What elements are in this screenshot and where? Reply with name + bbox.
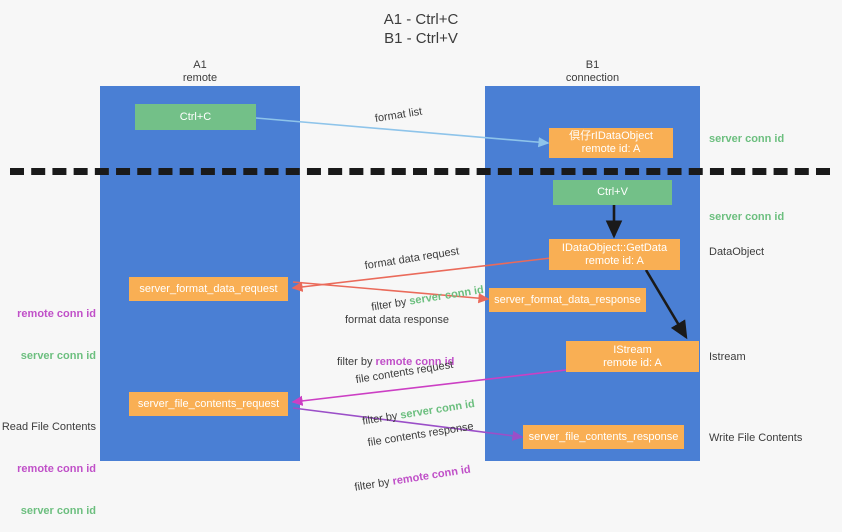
edge-label-file-contents-response-filter: filter by remote conn id: [354, 461, 482, 495]
node-ctrl-v-label: Ctrl+V: [597, 186, 628, 198]
annotation-left-file-conn-ids: Read File Contents remote conn id server…: [0, 392, 96, 532]
node-server-file-contents-response[interactable]: server_file_contents_response: [523, 425, 684, 449]
filter-prefix: filter by: [337, 356, 376, 368]
edge-label-format-data-response-filter: filter by remote conn id: [337, 355, 454, 369]
filter-key-remote-conn-id: remote conn id: [391, 463, 472, 488]
node-server-format-data-response-label: server_format_data_response: [494, 293, 641, 306]
edge-label-format-data-response: format data response filter by remote co…: [337, 285, 454, 383]
node-server-format-data-request-label: server_format_data_request: [139, 282, 278, 295]
annotation-left-format-conn-ids: remote conn id server conn id: [0, 279, 96, 377]
node-getdata-line1: IDataObject::GetData: [561, 241, 668, 254]
annotation-server-conn-id-mid: server conn id: [709, 211, 785, 223]
annotation-remote-conn-id: remote conn id: [17, 308, 96, 320]
node-server-format-data-response[interactable]: server_format_data_response: [489, 288, 646, 312]
node-server-file-contents-request-label: server_file_contents_request: [137, 397, 280, 410]
edge-label-file-contents-response-line1: file contents response: [366, 420, 475, 450]
node-server-file-contents-request[interactable]: server_file_contents_request: [129, 392, 288, 416]
annotation-read-file-contents: Read File Contents: [1, 421, 96, 433]
lane-header-b1: B1 connection: [565, 59, 620, 84]
annotation-dataobject: DataObject: [709, 246, 765, 258]
node-idataobject[interactable]: 倶仔rIDataObject remote id: A: [549, 128, 673, 158]
node-ctrl-v[interactable]: Ctrl+V: [553, 180, 672, 205]
edge-label-format-data-request-line1: format data request: [363, 245, 460, 273]
node-idataobject-line1: 倶仔rIDataObject: [569, 130, 653, 142]
edge-label-file-contents-response: file contents response filter by remote …: [354, 392, 483, 506]
filter-key-remote-conn-id: remote conn id: [375, 356, 455, 368]
annotation-server-conn-id: server conn id: [20, 505, 96, 517]
edge-label-file-contents-request-line1: file contents request: [354, 358, 454, 387]
annotation-write-file-contents: Write File Contents: [709, 432, 803, 444]
phase-separator: [10, 168, 830, 175]
node-istream-line1: IStream: [613, 343, 652, 356]
annotation-server-conn-id: server conn id: [20, 350, 96, 362]
annotation-server-conn-id-top: server conn id: [709, 133, 785, 145]
node-idataobject-line2: remote id: A: [581, 143, 641, 155]
node-ctrl-c-label: Ctrl+C: [179, 110, 212, 123]
node-server-file-contents-response-label: server_file_contents_response: [528, 430, 679, 443]
lane-header-a1: A1 remote: [182, 59, 218, 84]
annotation-remote-conn-id: remote conn id: [17, 463, 96, 475]
edge-label-format-data-response-line1: format data response: [345, 314, 449, 326]
node-getdata-line2: remote id: A: [585, 254, 644, 267]
node-istream-line2: remote id: A: [603, 356, 662, 369]
node-idataobject-getdata[interactable]: IDataObject::GetData remote id: A: [549, 239, 680, 270]
annotation-istream: Istream: [709, 351, 746, 363]
node-ctrl-c[interactable]: Ctrl+C: [135, 104, 256, 130]
node-istream[interactable]: IStream remote id: A: [566, 341, 699, 372]
node-server-format-data-request[interactable]: server_format_data_request: [129, 277, 288, 301]
page-title: A1 - Ctrl+C B1 - Ctrl+V: [383, 11, 459, 47]
edge-label-format-list: format list: [374, 105, 424, 125]
